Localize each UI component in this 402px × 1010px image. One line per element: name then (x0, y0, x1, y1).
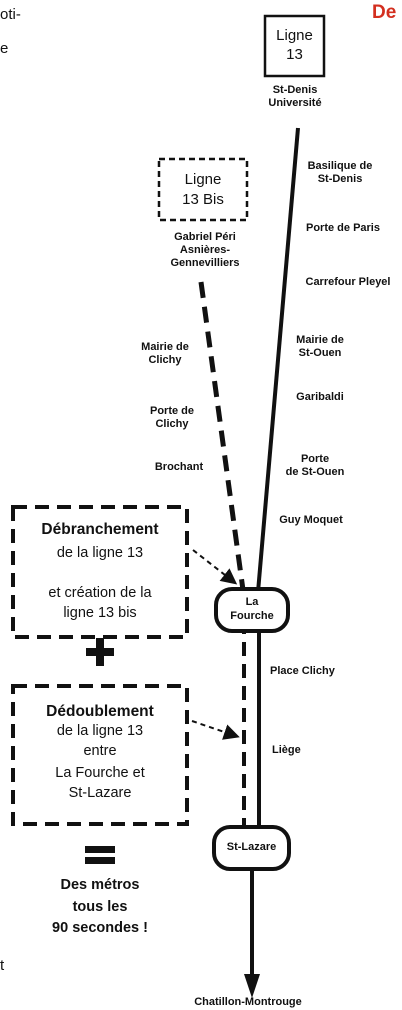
station-mairie-clichy-2: Clichy (148, 354, 182, 366)
station-chatillon-montrouge: Chatillon-Montrouge (194, 996, 302, 1008)
box-debranchement-line-3: ligne 13 bis (63, 605, 137, 621)
line13-terminus-2: Université (268, 97, 322, 109)
station-porte-st-ouen-1: Porte (300, 453, 330, 465)
station-brochant: Brochant (154, 461, 204, 473)
station-basilique-2: St-Denis (317, 173, 363, 185)
line13bis-track (198, 281, 246, 591)
line13bis-terminus-2: Asnières- (179, 244, 231, 256)
la-fourche-node (214, 587, 290, 633)
station-place-clichy: Place Clichy (270, 665, 335, 677)
line13bis-terminus-3: Gennevilliers (170, 257, 240, 269)
clipped-text-1: oti- (0, 6, 21, 23)
line13-terminus-1: St-Denis (272, 84, 318, 96)
station-porte-de-paris: Porte de Paris (306, 222, 380, 234)
box-dedoublement-line-2: entre (83, 743, 117, 759)
clipped-footer-text: t (0, 957, 5, 974)
station-carrefour-pleyel: Carrefour Pleyel (305, 276, 391, 288)
station-liege: Liège (272, 744, 301, 756)
box-dedoublement-line-1: de la ligne 13 (56, 723, 144, 739)
result-line-1: Des métros (60, 877, 140, 893)
la-fourche-label-1: La (245, 596, 259, 608)
line13-north-track (256, 127, 300, 593)
line13-number: 13 (286, 46, 303, 63)
station-basilique-1: Basilique de (307, 160, 373, 172)
line13bis-box (157, 157, 249, 222)
south-arrowhead (244, 974, 260, 998)
line13bis-terminus-1: Gabriel Péri (174, 231, 236, 243)
line13-box (263, 14, 326, 78)
box-dedoublement-title: Dédoublement (46, 703, 154, 720)
arrow-to-la-fourche (192, 549, 238, 585)
station-mairie-st-ouen-1: Mairie de (296, 334, 344, 346)
equals-sign-bottom (85, 857, 115, 864)
box-dedoublement-frame (11, 684, 189, 826)
station-porte-st-ouen-2: de St-Ouen (285, 466, 345, 478)
line13bis-number: 13 Bis (182, 191, 224, 208)
line13bis-label: Ligne (184, 171, 222, 188)
station-mairie-clichy-1: Mairie de (141, 341, 189, 353)
arrow-to-trunk (191, 720, 240, 740)
plus-sign-v (96, 638, 104, 666)
box-debranchement-line-2: et création de la (48, 585, 152, 601)
box-dedoublement-line-3: La Fourche et (55, 765, 145, 781)
line13-label: Ligne (276, 27, 313, 44)
st-lazare-label: St-Lazare (226, 841, 277, 853)
equals-sign-top (85, 846, 115, 853)
station-guy-moquet: Guy Moquet (279, 514, 343, 526)
box-debranchement-title: Débranchement (41, 521, 159, 538)
station-porte-clichy-1: Porte de (149, 405, 194, 417)
station-garibaldi: Garibaldi (296, 391, 344, 403)
box-dedoublement-line-4: St-Lazare (68, 785, 132, 801)
box-debranchement-line-1: de la ligne 13 (56, 545, 144, 561)
station-mairie-st-ouen-2: St-Ouen (298, 347, 342, 359)
clipped-text-2: e (0, 40, 9, 57)
la-fourche-label-2: Fourche (230, 610, 274, 622)
st-lazare-node (212, 825, 291, 871)
result-line-2: tous les (72, 899, 128, 915)
clipped-title: De (372, 2, 397, 23)
station-porte-clichy-2: Clichy (155, 418, 189, 430)
result-line-3: 90 secondes ! (52, 920, 148, 936)
